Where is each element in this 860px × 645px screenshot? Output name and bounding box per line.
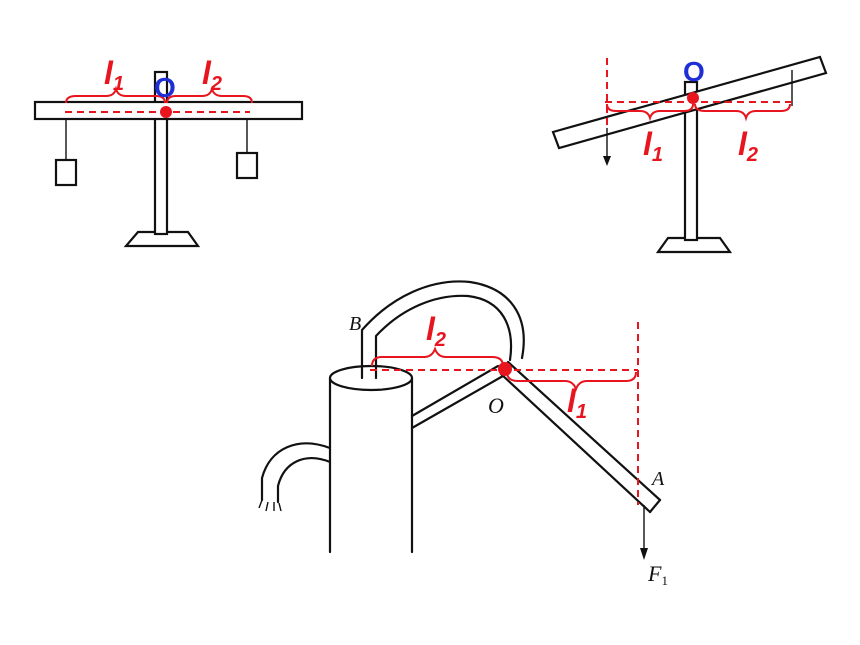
pump-spout <box>260 442 332 502</box>
force-arrowhead <box>640 548 648 560</box>
figure-1-balanced-lever: O l1 l2 <box>33 55 304 248</box>
brace-l2 <box>371 346 504 367</box>
pivot-dot <box>160 106 172 118</box>
stand-base <box>655 236 733 254</box>
stand-post <box>683 80 699 242</box>
brace-l2 <box>694 103 791 122</box>
pivot-dot <box>498 362 512 376</box>
support-bar-upper <box>410 364 500 418</box>
pivot-label: O <box>683 56 705 87</box>
label-l1: l1 <box>643 126 663 166</box>
handle-end <box>648 498 662 514</box>
pump-rod-outer <box>360 280 525 380</box>
handle-lower <box>499 372 652 514</box>
label-l2: l2 <box>426 311 446 351</box>
handle-upper <box>506 360 662 502</box>
pivot-dot <box>687 92 699 104</box>
label-point-o: O <box>488 393 504 418</box>
stand-base <box>123 230 201 248</box>
left-weight <box>54 158 78 187</box>
pump-rod-inner <box>374 294 513 380</box>
brace-l1 <box>606 103 694 122</box>
figure-2-tilted-lever: O l1 l2 <box>551 55 828 254</box>
support-bar-lower <box>410 374 505 430</box>
label-point-b: B <box>349 313 361 335</box>
brace-l2 <box>166 85 253 104</box>
label-l1: l1 <box>104 55 124 95</box>
label-l1: l1 <box>567 383 587 423</box>
label-l2: l2 <box>738 126 758 166</box>
label-l2: l2 <box>202 55 222 95</box>
brace-l1 <box>65 85 166 104</box>
pump-spout-inner <box>276 457 332 504</box>
figure-3-pump-lever: B O A F1 l2 l1 <box>258 280 668 588</box>
label-force-f1: F1 <box>647 561 668 588</box>
brace-l1 <box>506 371 637 392</box>
left-force-arrowhead <box>603 156 611 166</box>
right-weight <box>235 151 259 180</box>
water-drops <box>258 499 282 512</box>
label-point-a: A <box>650 468 665 490</box>
pivot-label: O <box>154 72 176 103</box>
